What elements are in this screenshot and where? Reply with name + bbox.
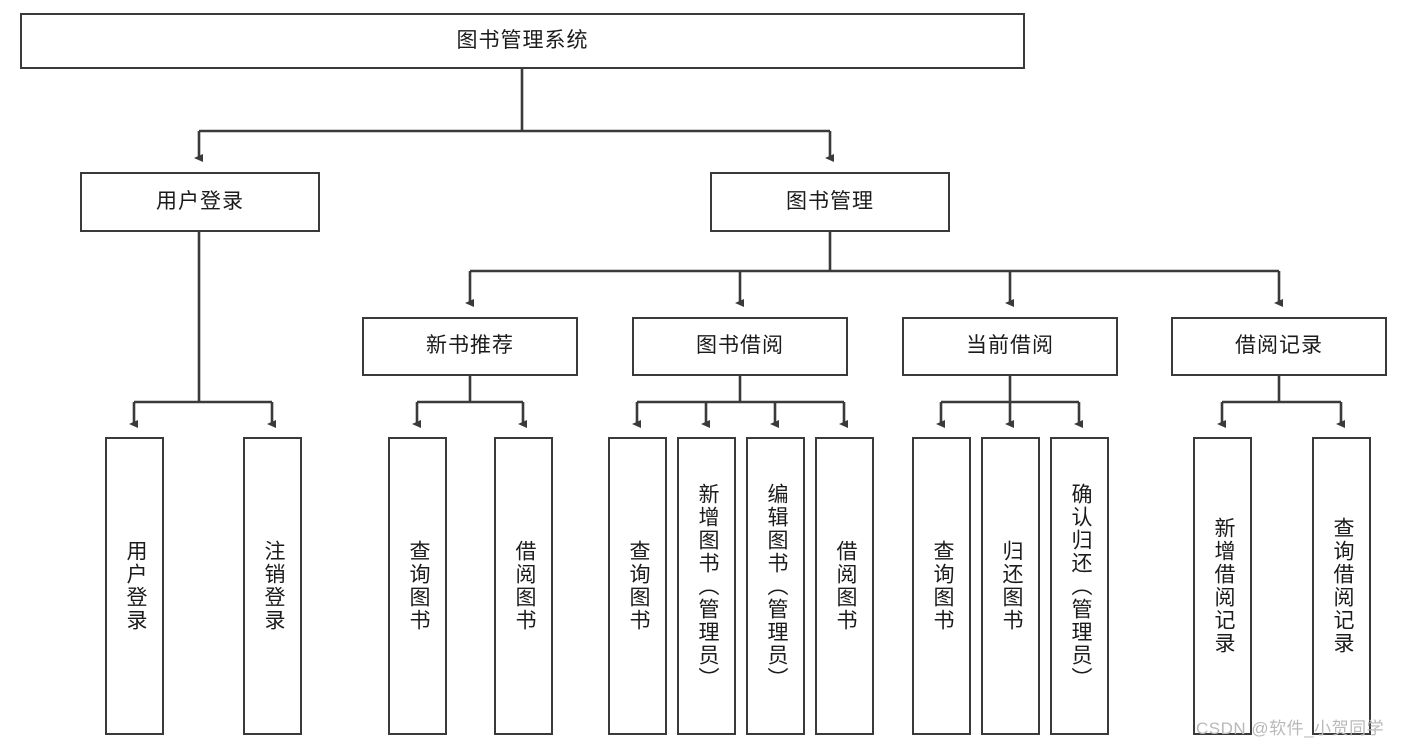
node-leaf-newbook-borrow-book[interactable]: 借阅图书 — [494, 437, 553, 735]
node-leaf-currentborrow-confirm-return-admin[interactable]: 确认归还（管理员） — [1050, 437, 1109, 735]
node-label: 图书借阅 — [696, 334, 784, 358]
node-current-borrow[interactable]: 当前借阅 — [902, 317, 1118, 376]
node-leaf-newbook-query-book[interactable]: 查询图书 — [388, 437, 447, 735]
node-label: 确认归还（管理员） — [1068, 482, 1092, 690]
node-label: 新增图书（管理员） — [695, 482, 719, 690]
node-leaf-logout[interactable]: 注销登录 — [243, 437, 302, 735]
node-label: 查询图书 — [406, 540, 430, 632]
node-leaf-user-login[interactable]: 用户登录 — [105, 437, 164, 735]
node-label: 用户登录 — [123, 540, 147, 632]
node-label: 注销登录 — [261, 540, 285, 632]
node-label: 图书管理 — [786, 189, 874, 213]
node-leaf-bookborrow-borrow-book[interactable]: 借阅图书 — [815, 437, 874, 735]
node-leaf-currentborrow-return-book[interactable]: 归还图书 — [981, 437, 1040, 735]
node-user-login[interactable]: 用户登录 — [80, 172, 320, 232]
node-label: 借阅图书 — [833, 540, 857, 632]
node-label: 借阅图书 — [512, 540, 536, 632]
node-label: 新增借阅记录 — [1211, 517, 1235, 655]
node-label: 新书推荐 — [426, 334, 514, 358]
node-label: 用户登录 — [156, 189, 244, 213]
node-leaf-bookborrow-query-book[interactable]: 查询图书 — [608, 437, 667, 735]
node-leaf-borrowrecord-add-record[interactable]: 新增借阅记录 — [1193, 437, 1252, 735]
node-book-management[interactable]: 图书管理 — [710, 172, 950, 232]
node-label: 查询图书 — [930, 540, 954, 632]
node-leaf-borrowrecord-query-record[interactable]: 查询借阅记录 — [1312, 437, 1371, 735]
node-label: 当前借阅 — [966, 334, 1054, 358]
node-borrow-record[interactable]: 借阅记录 — [1171, 317, 1387, 376]
watermark: CSDN @软件_小贺同学 — [1196, 719, 1385, 738]
node-label: 查询图书 — [626, 540, 650, 632]
node-leaf-currentborrow-query-book[interactable]: 查询图书 — [912, 437, 971, 735]
node-label: 查询借阅记录 — [1330, 517, 1354, 655]
node-new-book-recommend[interactable]: 新书推荐 — [362, 317, 578, 376]
node-label: 编辑图书（管理员） — [764, 482, 788, 690]
node-root-book-management-system[interactable]: 图书管理系统 — [20, 13, 1025, 69]
node-leaf-bookborrow-edit-book-admin[interactable]: 编辑图书（管理员） — [746, 437, 805, 735]
node-leaf-bookborrow-add-book-admin[interactable]: 新增图书（管理员） — [677, 437, 736, 735]
node-label: 归还图书 — [999, 540, 1023, 632]
node-label: 借阅记录 — [1235, 334, 1323, 358]
node-label: 图书管理系统 — [456, 28, 589, 52]
node-book-borrow[interactable]: 图书借阅 — [632, 317, 848, 376]
